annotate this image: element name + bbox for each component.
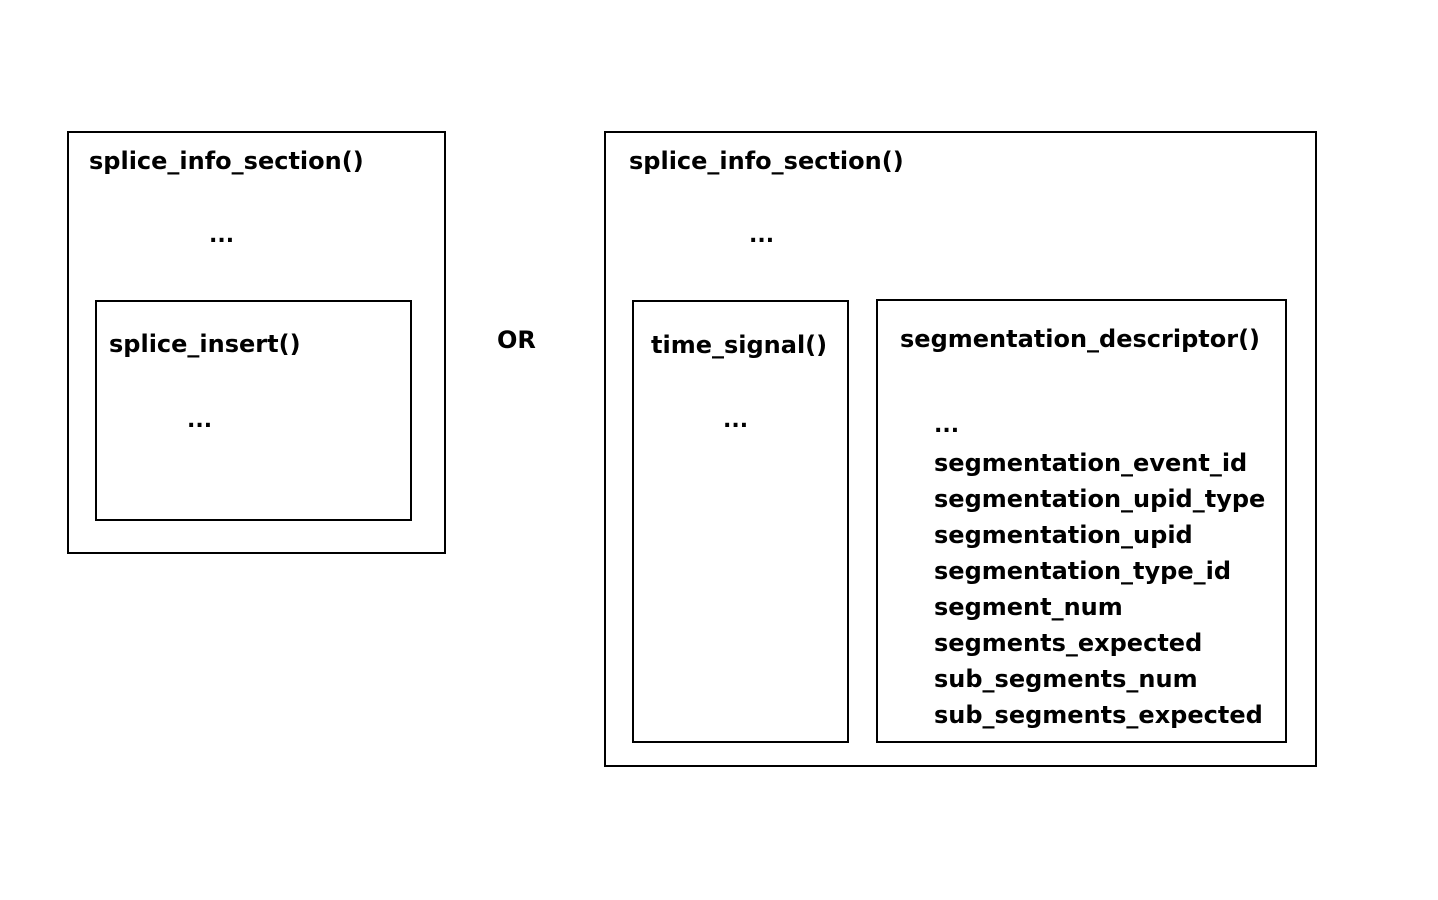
segmentation-descriptor-ellipsis: ... bbox=[934, 413, 960, 438]
segmentation-field-list: segmentation_event_id segmentation_upid_… bbox=[934, 445, 1265, 733]
left-splice-info-section-box: splice_info_section() ... splice_insert(… bbox=[67, 131, 446, 554]
right-splice-info-section-box: splice_info_section() ... time_signal() … bbox=[604, 131, 1317, 767]
field-segmentation-event-id: segmentation_event_id bbox=[934, 449, 1248, 477]
field-segment-num: segment_num bbox=[934, 593, 1123, 621]
segmentation-descriptor-box: segmentation_descriptor() ... segmentati… bbox=[876, 299, 1287, 743]
field-segmentation-type-id: segmentation_type_id bbox=[934, 557, 1232, 585]
left-splice-info-section-title: splice_info_section() bbox=[89, 147, 364, 175]
time-signal-title: time_signal() bbox=[651, 331, 828, 359]
splice-insert-box: splice_insert() ... bbox=[95, 300, 412, 521]
field-segmentation-upid: segmentation_upid bbox=[934, 521, 1193, 549]
splice-insert-title: splice_insert() bbox=[109, 330, 301, 358]
field-segments-expected: segments_expected bbox=[934, 629, 1203, 657]
time-signal-ellipsis: ... bbox=[723, 408, 749, 433]
field-sub-segments-expected: sub_segments_expected bbox=[934, 701, 1263, 729]
segmentation-descriptor-title: segmentation_descriptor() bbox=[900, 325, 1260, 353]
field-sub-segments-num: sub_segments_num bbox=[934, 665, 1198, 693]
left-splice-info-section-ellipsis: ... bbox=[209, 223, 235, 248]
field-segmentation-upid-type: segmentation_upid_type bbox=[934, 485, 1266, 513]
splice-insert-ellipsis: ... bbox=[187, 408, 213, 433]
right-splice-info-section-title: splice_info_section() bbox=[629, 147, 904, 175]
time-signal-box: time_signal() ... bbox=[632, 300, 849, 743]
right-splice-info-section-ellipsis: ... bbox=[749, 223, 775, 248]
or-separator: OR bbox=[497, 326, 536, 354]
